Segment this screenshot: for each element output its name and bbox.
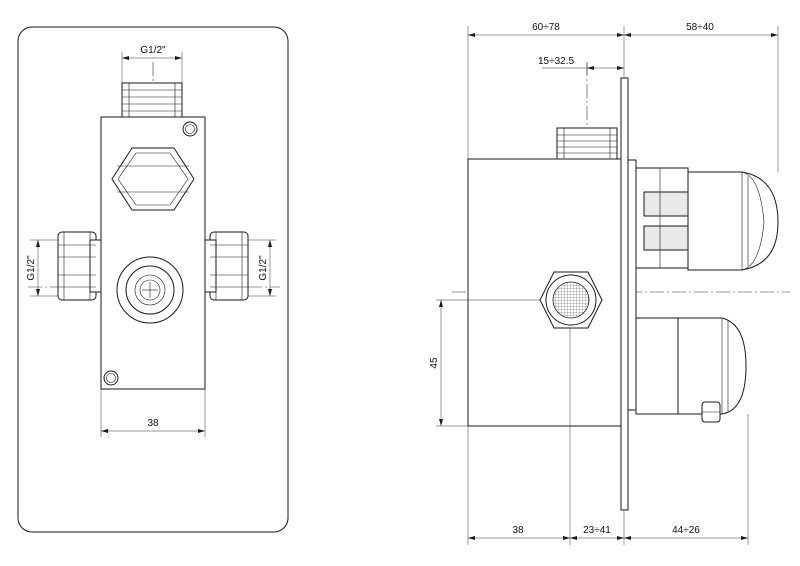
cover-plate bbox=[17, 26, 289, 533]
bottom-right-dim-label: 44÷26 bbox=[672, 525, 700, 536]
top-connection-fitting bbox=[121, 82, 183, 120]
valve-body bbox=[100, 116, 206, 390]
top-right-dim-label: 58÷40 bbox=[686, 22, 714, 33]
central-outlet bbox=[116, 256, 184, 324]
inner-top-dim-label: 15÷32.5 bbox=[538, 56, 575, 67]
side-top-fitting bbox=[556, 127, 618, 160]
mounting-plate bbox=[620, 77, 629, 511]
dim-top-connection: G1/2" bbox=[121, 45, 183, 83]
dim-front-width: 38 bbox=[100, 389, 206, 437]
top-connection-label: G1/2" bbox=[140, 45, 166, 56]
hex-nut bbox=[111, 147, 195, 211]
left-connection-fitting bbox=[57, 231, 102, 301]
screw-bottom-left bbox=[103, 370, 119, 386]
dim-left-connection: G1/2" bbox=[26, 239, 58, 297]
bottom-left-dim-label: 38 bbox=[512, 525, 524, 536]
dim-side-height: 45 bbox=[429, 299, 540, 427]
left-connection-label: G1/2" bbox=[26, 255, 37, 281]
height-dim-label: 45 bbox=[429, 357, 440, 369]
upper-knob bbox=[635, 167, 779, 271]
front-view: G1/2" G1/2" G1/2" 38 bbox=[17, 26, 289, 533]
side-outlet bbox=[539, 271, 603, 329]
front-width-label: 38 bbox=[147, 418, 159, 429]
right-connection-fitting bbox=[204, 231, 249, 301]
dim-side-inner-top: 15÷32.5 bbox=[538, 56, 624, 75]
side-view: 60÷78 58÷40 15÷32.5 45 bbox=[429, 22, 790, 545]
right-connection-label: G1/2" bbox=[258, 255, 269, 281]
dim-right-connection: G1/2" bbox=[248, 239, 276, 297]
top-left-dim-label: 60÷78 bbox=[532, 22, 560, 33]
screw-top-right bbox=[182, 121, 198, 137]
bottom-mid-dim-label: 23÷41 bbox=[583, 525, 611, 536]
lower-knob bbox=[635, 317, 747, 423]
dim-side-top: 60÷78 58÷40 bbox=[467, 22, 779, 172]
dim-side-bottom: 38 23÷41 44÷26 bbox=[467, 328, 749, 545]
